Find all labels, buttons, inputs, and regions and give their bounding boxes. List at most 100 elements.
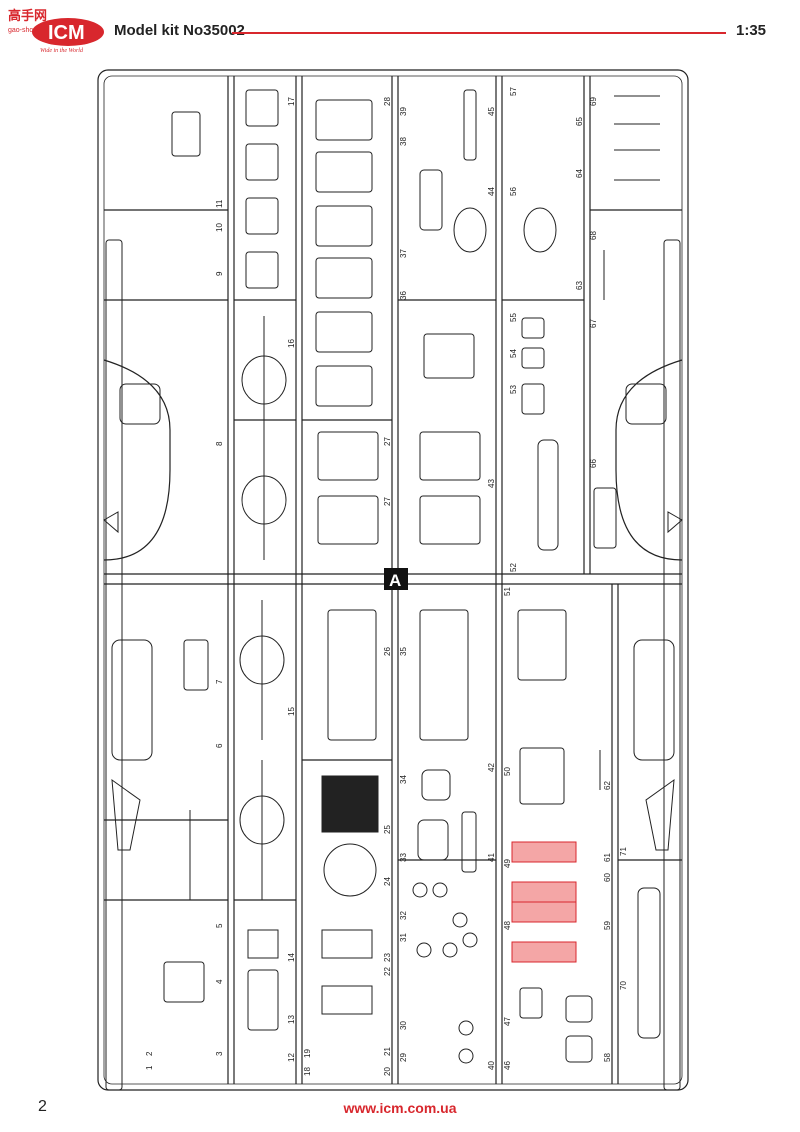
- label-part-2: 2: [145, 1051, 154, 1056]
- label-part-38: 38: [399, 137, 408, 146]
- label-part-68: 68: [589, 231, 598, 240]
- label-part-3: 3: [215, 1051, 224, 1056]
- label-part-30: 30: [399, 1021, 408, 1030]
- label-part-50: 50: [503, 767, 512, 776]
- label-part-70: 70: [619, 981, 628, 990]
- label-part-21: 21: [383, 1047, 392, 1056]
- label-part-4: 4: [215, 979, 224, 984]
- label-part-23: 23: [383, 953, 392, 962]
- label-part-24: 24: [383, 877, 392, 886]
- label-part-27b: 27: [383, 497, 392, 506]
- label-part-58: 58: [603, 1053, 612, 1062]
- label-part-33: 33: [399, 853, 408, 862]
- label-part-55: 55: [509, 313, 518, 322]
- watermark-cn: 高手网: [8, 8, 47, 24]
- label-part-39: 39: [399, 107, 408, 116]
- lower-parts: [163, 600, 661, 1064]
- label-part-62: 62: [603, 781, 612, 790]
- header-rule: [232, 32, 726, 34]
- part-number-labels: 10 11 9 8 7 6 5 4 3 2 1 17 16 15 14 13 1…: [145, 87, 628, 1076]
- sprue-letter: A: [389, 571, 401, 590]
- label-part-59: 59: [603, 921, 612, 930]
- label-part-22: 22: [383, 967, 392, 976]
- label-part-9: 9: [215, 271, 224, 276]
- footer-url[interactable]: www.icm.com.ua: [343, 1100, 457, 1116]
- radiator-grille: [321, 775, 379, 833]
- label-part-56: 56: [509, 187, 518, 196]
- label-part-25: 25: [383, 825, 392, 834]
- engine-block-left: [327, 609, 377, 741]
- page-title: Model kit No35002: [114, 22, 245, 39]
- label-part-12: 12: [287, 1053, 296, 1062]
- label-part-35: 35: [399, 647, 408, 656]
- label-part-15: 15: [287, 707, 296, 716]
- logo-text: ICM: [48, 22, 85, 44]
- label-part-28: 28: [383, 97, 392, 106]
- label-part-7: 7: [215, 679, 224, 684]
- page-header: 高手网 gao-shou.com ICM Wide in the World M…: [0, 0, 800, 60]
- label-part-13: 13: [287, 1015, 296, 1024]
- engine-block-right: [419, 609, 469, 741]
- label-part-71: 71: [619, 847, 628, 856]
- label-part-60: 60: [603, 873, 612, 882]
- label-part-44: 44: [487, 187, 496, 196]
- label-part-32: 32: [399, 911, 408, 920]
- label-part-45: 45: [487, 107, 496, 116]
- label-part-11: 11: [215, 199, 224, 208]
- label-part-29: 29: [399, 1053, 408, 1062]
- kit-scale: 1:35: [736, 22, 767, 39]
- label-part-43: 43: [487, 479, 496, 488]
- label-part-37: 37: [399, 249, 408, 258]
- label-part-49: 49: [503, 859, 512, 868]
- label-part-16: 16: [287, 339, 296, 348]
- label-part-18: 18: [303, 1067, 312, 1076]
- highlighted-part-3: [511, 901, 577, 923]
- label-part-46: 46: [503, 1061, 512, 1070]
- label-part-48: 48: [503, 921, 512, 930]
- watermark-url: gao-shou.com: [8, 27, 53, 34]
- label-part-65: 65: [575, 117, 584, 126]
- sprue-frame: [97, 69, 689, 1091]
- label-part-64: 64: [575, 169, 584, 178]
- highlighted-part-1: [511, 841, 577, 863]
- chassis-rail-right: [625, 239, 683, 1091]
- label-part-47: 47: [503, 1017, 512, 1026]
- icm-logo: 高手网 gao-shou.com ICM Wide in the World: [8, 8, 104, 54]
- label-part-31: 31: [399, 933, 408, 942]
- label-part-5: 5: [215, 923, 224, 928]
- page-number: 2: [38, 1098, 47, 1115]
- label-part-17: 17: [287, 97, 296, 106]
- rod-parts: [614, 95, 660, 181]
- label-part-57: 57: [509, 87, 518, 96]
- label-part-27a: 27: [383, 437, 392, 446]
- label-part-41: 41: [487, 853, 496, 862]
- chassis-rail-left: [103, 239, 161, 1091]
- label-part-34: 34: [399, 775, 408, 784]
- label-part-26: 26: [383, 647, 392, 656]
- part-box-upper-left: [171, 111, 201, 157]
- label-part-36: 36: [399, 291, 408, 300]
- sprue-frame-inner: [103, 75, 683, 1085]
- label-part-10: 10: [215, 223, 224, 232]
- label-part-63: 63: [575, 281, 584, 290]
- label-part-69: 69: [589, 97, 598, 106]
- left-bulge: [103, 359, 171, 561]
- label-part-51: 51: [503, 587, 512, 596]
- label-part-8: 8: [215, 441, 224, 446]
- label-part-42: 42: [487, 763, 496, 772]
- label-part-20: 20: [383, 1067, 392, 1076]
- label-part-66: 66: [589, 459, 598, 468]
- label-part-61: 61: [603, 853, 612, 862]
- sprue-letter-badge: [384, 568, 408, 590]
- label-part-67: 67: [589, 319, 598, 328]
- highlighted-parts: [511, 841, 577, 963]
- highlighted-part-2: [511, 881, 577, 903]
- label-part-52: 52: [509, 563, 518, 572]
- right-bulge: [615, 359, 683, 561]
- label-part-54: 54: [509, 349, 518, 358]
- upper-parts: [171, 89, 660, 560]
- label-part-40: 40: [487, 1061, 496, 1070]
- label-part-14: 14: [287, 953, 296, 962]
- logo-tagline: Wide in the World: [40, 48, 84, 54]
